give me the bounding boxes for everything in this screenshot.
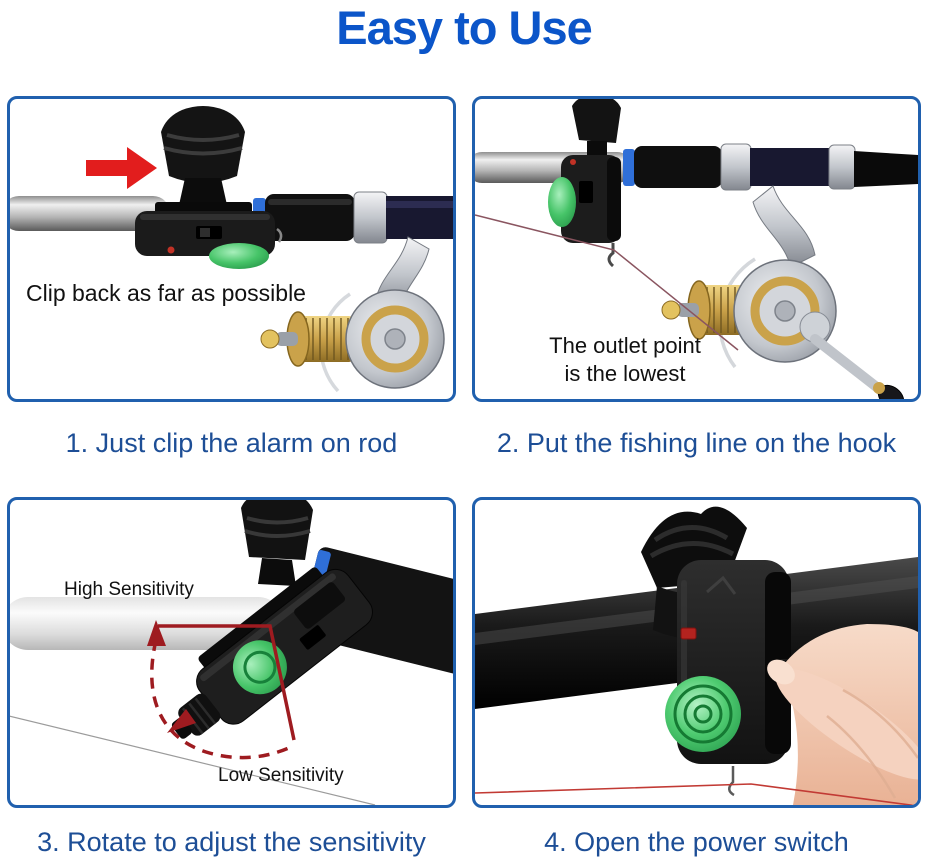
fishing-line	[10, 715, 376, 805]
alarm-green-disc	[548, 177, 576, 227]
step-1-caption: 1. Just clip the alarm on rod	[65, 428, 398, 458]
rod-handle	[623, 143, 918, 191]
red-arrow-icon	[86, 147, 157, 189]
fishing-reel	[661, 185, 905, 399]
step-2-caption: 2. Put the fishing line on the hook	[496, 428, 897, 458]
photo-rotate-sensitivity	[10, 500, 453, 805]
photo-alarm-clipped-on-rod	[10, 106, 453, 393]
step-1-photo-panel: Clip back as far as possible	[7, 96, 456, 402]
sensitivity-angle-line	[158, 624, 296, 741]
hand-pressing-switch	[767, 624, 918, 805]
alarm-green-disc	[232, 640, 287, 695]
alarm-red-led	[167, 246, 175, 254]
rod-blank	[10, 196, 170, 231]
rod-handle	[253, 191, 453, 244]
annotation-clip-back: Clip back as far as possible	[26, 280, 306, 306]
fishing-line	[475, 783, 917, 805]
bite-alarm-device	[665, 560, 792, 797]
annotation-outlet-point: The outlet point is the lowest	[549, 333, 701, 386]
fishing-line	[475, 214, 739, 351]
annotation-low-sensitivity: Low Sensitivity	[218, 765, 344, 786]
bite-alarm-device	[135, 106, 283, 269]
rod-blank	[10, 597, 284, 650]
step-3-photo-panel: High Sensitivity Low Sensitivity	[7, 497, 456, 808]
page-title: Easy to Use	[336, 1, 592, 54]
fishing-reel	[260, 236, 445, 393]
line-outlet-hook	[607, 243, 615, 268]
line-outlet-hook	[728, 766, 735, 797]
alarm-red-led	[570, 159, 576, 165]
alarm-red-led	[680, 627, 697, 640]
alarm-green-disc	[209, 243, 269, 269]
bite-alarm-device	[548, 99, 621, 268]
reel-handle-arm	[810, 334, 888, 397]
step-4-photo-panel	[472, 497, 921, 808]
index-finger	[775, 668, 918, 780]
alarm-clip	[241, 500, 313, 586]
step-2-photo-panel: The outlet point is the lowest	[472, 96, 921, 402]
annotation-high-sensitivity: High Sensitivity	[64, 579, 194, 600]
step-3-caption: 3. Rotate to adjust the sensitivity	[37, 827, 426, 857]
photo-line-on-hook	[475, 99, 918, 399]
rotation-dashed-arc-icon	[147, 620, 296, 760]
step-4-caption: 4. Open the power switch	[544, 827, 849, 857]
photo-power-switch	[475, 506, 918, 805]
